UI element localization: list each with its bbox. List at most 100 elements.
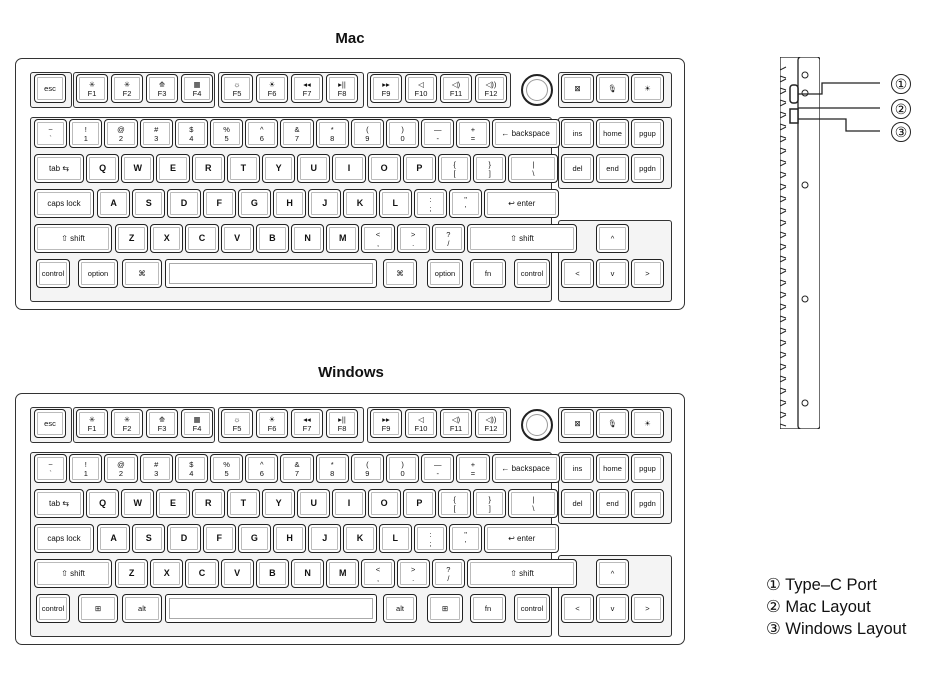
punct-key-0[interactable]: <, (361, 224, 395, 253)
key-d[interactable]: D (167, 189, 201, 218)
nav-top-key-3[interactable]: ☀ (631, 74, 664, 103)
backspace-key[interactable]: ← backspace (491, 454, 560, 483)
spacebar[interactable] (165, 259, 377, 288)
num-key-6[interactable]: ^6 (245, 454, 279, 483)
key-z[interactable]: Z (115, 224, 149, 253)
arrow-left-key[interactable]: < (561, 259, 594, 288)
key-g[interactable]: G (237, 524, 271, 553)
backspace-key[interactable]: ← backspace (491, 119, 560, 148)
num-key-9[interactable]: (9 (350, 454, 384, 483)
arrow-right-key[interactable]: > (631, 259, 664, 288)
key-m[interactable]: M (326, 224, 360, 253)
key-f[interactable]: F (202, 189, 236, 218)
nav-key-home[interactable]: home (596, 454, 629, 483)
key-v[interactable]: V (220, 224, 254, 253)
quote-key[interactable]: "' (449, 524, 483, 553)
num-key-7[interactable]: &7 (280, 119, 314, 148)
key-i[interactable]: I (332, 489, 366, 518)
right-shift-key[interactable]: ⇧ shift (467, 224, 577, 253)
nav-key-pgdn[interactable]: pgdn (631, 489, 664, 518)
key-b[interactable]: B (255, 559, 289, 588)
key-c[interactable]: C (185, 559, 219, 588)
key-g[interactable]: G (237, 189, 271, 218)
semicolon-key[interactable]: :; (413, 524, 447, 553)
f5-key[interactable]: ☼F5 (221, 74, 253, 103)
key-w[interactable]: W (121, 154, 155, 183)
key-e[interactable]: E (156, 489, 190, 518)
key-l[interactable]: L (378, 524, 412, 553)
key-q[interactable]: Q (86, 489, 120, 518)
bottom-right-key-1[interactable]: ⊞ (427, 594, 463, 623)
f10-key[interactable]: ◁F10 (405, 409, 437, 438)
rotary-knob[interactable] (521, 409, 553, 441)
key-m[interactable]: M (326, 559, 360, 588)
nav-key-pgup[interactable]: pgup (631, 454, 664, 483)
key-k[interactable]: K (343, 524, 377, 553)
bottom-right-key-1[interactable]: option (427, 259, 463, 288)
key-q[interactable]: Q (86, 154, 120, 183)
caps-lock-key[interactable]: caps lock (34, 189, 94, 218)
bottom-right-key-3[interactable]: control (514, 594, 550, 623)
nav-top-key-3[interactable]: ☀ (631, 409, 664, 438)
f11-key[interactable]: ◁)F11 (440, 74, 472, 103)
nav-top-key-1[interactable]: ⊠ (561, 74, 594, 103)
f6-key[interactable]: ☀F6 (256, 409, 288, 438)
bottom-left-key-1[interactable]: ⊞ (78, 594, 118, 623)
num-key-8[interactable]: *8 (315, 119, 349, 148)
key-p[interactable]: P (402, 154, 436, 183)
key-p[interactable]: P (402, 489, 436, 518)
key-y[interactable]: Y (262, 489, 296, 518)
key-j[interactable]: J (308, 189, 342, 218)
num-key-9[interactable]: (9 (350, 119, 384, 148)
f2-key[interactable]: ✳F2 (111, 74, 143, 103)
f12-key[interactable]: ◁))F12 (475, 409, 507, 438)
bottom-left-key-2[interactable]: alt (122, 594, 162, 623)
f4-key[interactable]: ▦F4 (181, 409, 213, 438)
key-c[interactable]: C (185, 224, 219, 253)
key-v[interactable]: V (220, 559, 254, 588)
nav-key-end[interactable]: end (596, 154, 629, 183)
num-key-3[interactable]: #3 (139, 119, 173, 148)
key-f[interactable]: F (202, 524, 236, 553)
key-i[interactable]: I (332, 154, 366, 183)
nav-top-key-2[interactable]: 🎙 (596, 74, 629, 103)
f8-key[interactable]: ▸||F8 (326, 409, 358, 438)
f11-key[interactable]: ◁)F11 (440, 409, 472, 438)
arrow-left-key[interactable]: < (561, 594, 594, 623)
arrow-down-key[interactable]: v (596, 259, 629, 288)
nav-key-del[interactable]: del (561, 154, 594, 183)
num-key-7[interactable]: &7 (280, 454, 314, 483)
f4-key[interactable]: ▦F4 (181, 74, 213, 103)
f12-key[interactable]: ◁))F12 (475, 74, 507, 103)
nav-top-key-1[interactable]: ⊠ (561, 409, 594, 438)
num-key-6[interactable]: ^6 (245, 119, 279, 148)
f3-key[interactable]: ⟰F3 (146, 74, 178, 103)
f1-key[interactable]: ✳F1 (76, 74, 108, 103)
punct-key-1[interactable]: >. (396, 224, 430, 253)
bottom-right-key-3[interactable]: control (514, 259, 550, 288)
punct-key-1[interactable]: >. (396, 559, 430, 588)
caps-lock-key[interactable]: caps lock (34, 524, 94, 553)
key-n[interactable]: N (291, 559, 325, 588)
key-d[interactable]: D (167, 524, 201, 553)
enter-key[interactable]: ↩ enter (484, 189, 560, 218)
key-k[interactable]: K (343, 189, 377, 218)
key-t[interactable]: T (226, 489, 260, 518)
nav-key-pgup[interactable]: pgup (631, 119, 664, 148)
key-h[interactable]: H (273, 189, 307, 218)
num-key-12[interactable]: += (456, 119, 490, 148)
f6-key[interactable]: ☀F6 (256, 74, 288, 103)
punct-key-2[interactable]: ?/ (431, 224, 465, 253)
key-x[interactable]: X (150, 224, 184, 253)
num-key-5[interactable]: %5 (210, 119, 244, 148)
num-key-8[interactable]: *8 (315, 454, 349, 483)
nav-top-key-2[interactable]: 🎙 (596, 409, 629, 438)
key-z[interactable]: Z (115, 559, 149, 588)
arrow-up-key[interactable]: ^ (596, 559, 629, 588)
key-n[interactable]: N (291, 224, 325, 253)
esc-key[interactable]: esc (34, 409, 66, 438)
bracket-left-key[interactable]: {[ (438, 154, 472, 183)
punct-key-2[interactable]: ?/ (431, 559, 465, 588)
num-key-2[interactable]: @2 (104, 454, 138, 483)
bottom-right-key-2[interactable]: fn (470, 594, 506, 623)
